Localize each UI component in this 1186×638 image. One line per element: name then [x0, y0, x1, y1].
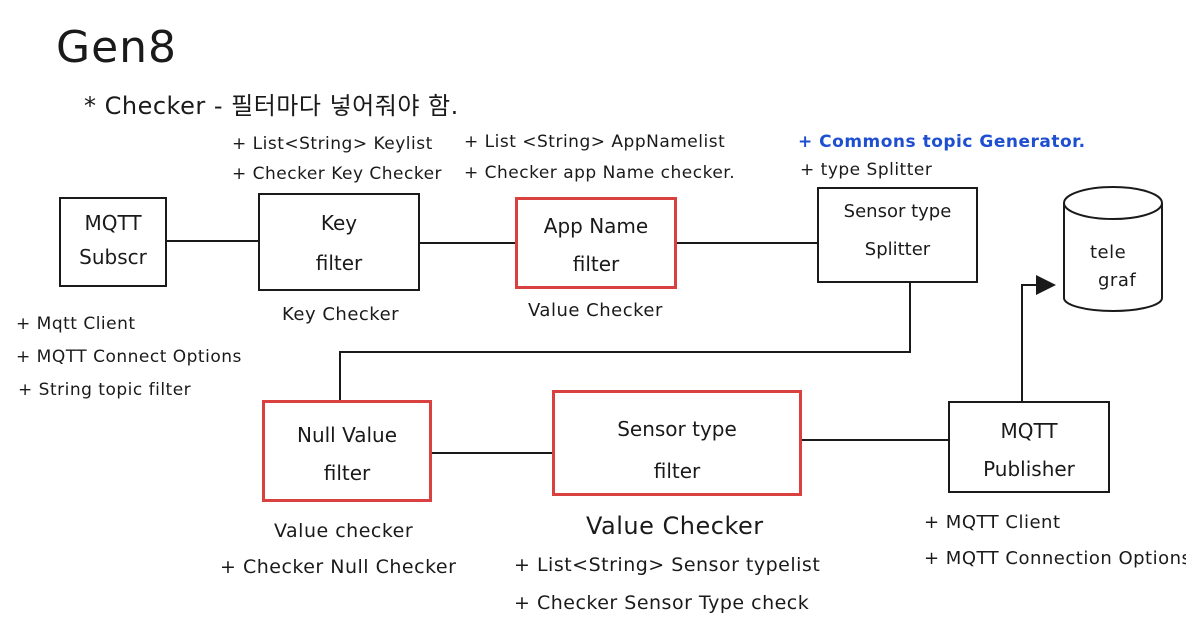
- splitter-prop: + type Splitter: [800, 160, 933, 180]
- node-title-line1: MQTT: [84, 211, 142, 235]
- app-name-filter-caption: Value Checker: [528, 300, 663, 321]
- node-title-line2: filter: [315, 251, 363, 275]
- node-title-line1: Null Value: [296, 423, 398, 447]
- checker-note: * Checker - 필터마다 넣어줘야 함.: [84, 92, 459, 120]
- sensor-type-filter-prop: + Checker Sensor Type check: [514, 592, 810, 614]
- key-filter-node: Key filter: [258, 193, 420, 291]
- telegraf-label-line1: tele: [1090, 242, 1127, 263]
- key-filter-prop: + Checker Key Checker: [232, 164, 443, 184]
- null-value-filter-node: Null Value filter: [262, 400, 432, 502]
- null-value-filter-prop: + Checker Null Checker: [220, 556, 457, 578]
- sensor-type-filter-node: Sensor type filter: [552, 390, 802, 496]
- subscriber-prop: + MQTT Connect Options: [16, 347, 242, 367]
- node-title-line1: MQTT: [1000, 419, 1058, 443]
- node-title-line1: App Name: [543, 214, 649, 238]
- null-value-filter-caption: Value checker: [274, 520, 414, 542]
- node-title-line2: filter: [323, 461, 371, 485]
- node-title-line1: Sensor type: [617, 417, 737, 441]
- page-title: Gen8: [56, 22, 178, 73]
- app-name-filter-prop: + Checker app Name checker.: [464, 163, 736, 183]
- subscriber-prop: + Mqtt Client: [16, 314, 136, 334]
- node-title-line1: Key: [320, 211, 358, 235]
- key-filter-prop: + List<String> Keylist: [232, 134, 433, 154]
- mqtt-publisher-prop: + MQTT Client: [924, 512, 1061, 533]
- key-filter-caption: Key Checker: [282, 304, 400, 325]
- mqtt-publisher-prop: + MQTT Connection Options: [924, 548, 1186, 569]
- sensor-type-splitter-node: Sensor type Splitter: [817, 187, 978, 283]
- splitter-prop-commons-topic-generator: + Commons topic Generator.: [798, 132, 1086, 152]
- mqtt-subscriber-node: MQTT Subscr: [59, 197, 167, 287]
- node-title-line2: Splitter: [864, 239, 931, 260]
- subscriber-prop: + String topic filter: [18, 380, 192, 400]
- node-title-line2: filter: [572, 252, 620, 276]
- node-title-line2: Publisher: [983, 457, 1075, 481]
- mqtt-publisher-node: MQTT Publisher: [948, 401, 1110, 493]
- app-name-filter-node: App Name filter: [515, 197, 677, 289]
- telegraf-label-line2: graf: [1098, 270, 1137, 291]
- database-cylinder-icon: [1063, 186, 1163, 312]
- sensor-type-filter-caption: Value Checker: [586, 512, 764, 540]
- app-name-filter-prop: + List <String> AppNamelist: [464, 132, 726, 152]
- connector-splitter-to-nullfilter: [339, 283, 911, 400]
- node-title-line2: Subscr: [79, 245, 147, 269]
- sensor-type-filter-prop: + List<String> Sensor typelist: [514, 554, 821, 576]
- node-title-line1: Sensor type: [843, 201, 952, 222]
- node-title-line2: filter: [653, 459, 701, 483]
- arrow-publisher-to-telegraf: [1021, 275, 1056, 401]
